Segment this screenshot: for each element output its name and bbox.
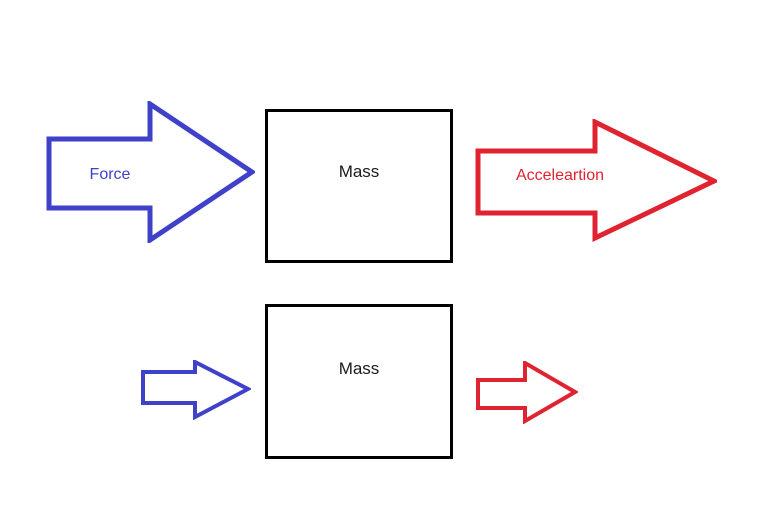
force-arrow-icon: Force [46,101,255,243]
force-arrow-label: Force [89,166,131,183]
acceleration-arrow-label: Acceleartion [515,167,605,184]
mass-box-bottom: Mass [265,304,453,459]
mass-box-top: Mass [265,109,453,263]
acceleration-arrow-icon: Acceleartion [475,119,717,243]
small-force-arrow-icon [141,360,251,420]
mass-box-top-label: Mass [338,162,380,181]
mass-box-bottom-label: Mass [338,359,380,378]
small-acceleration-arrow-icon [476,361,578,424]
